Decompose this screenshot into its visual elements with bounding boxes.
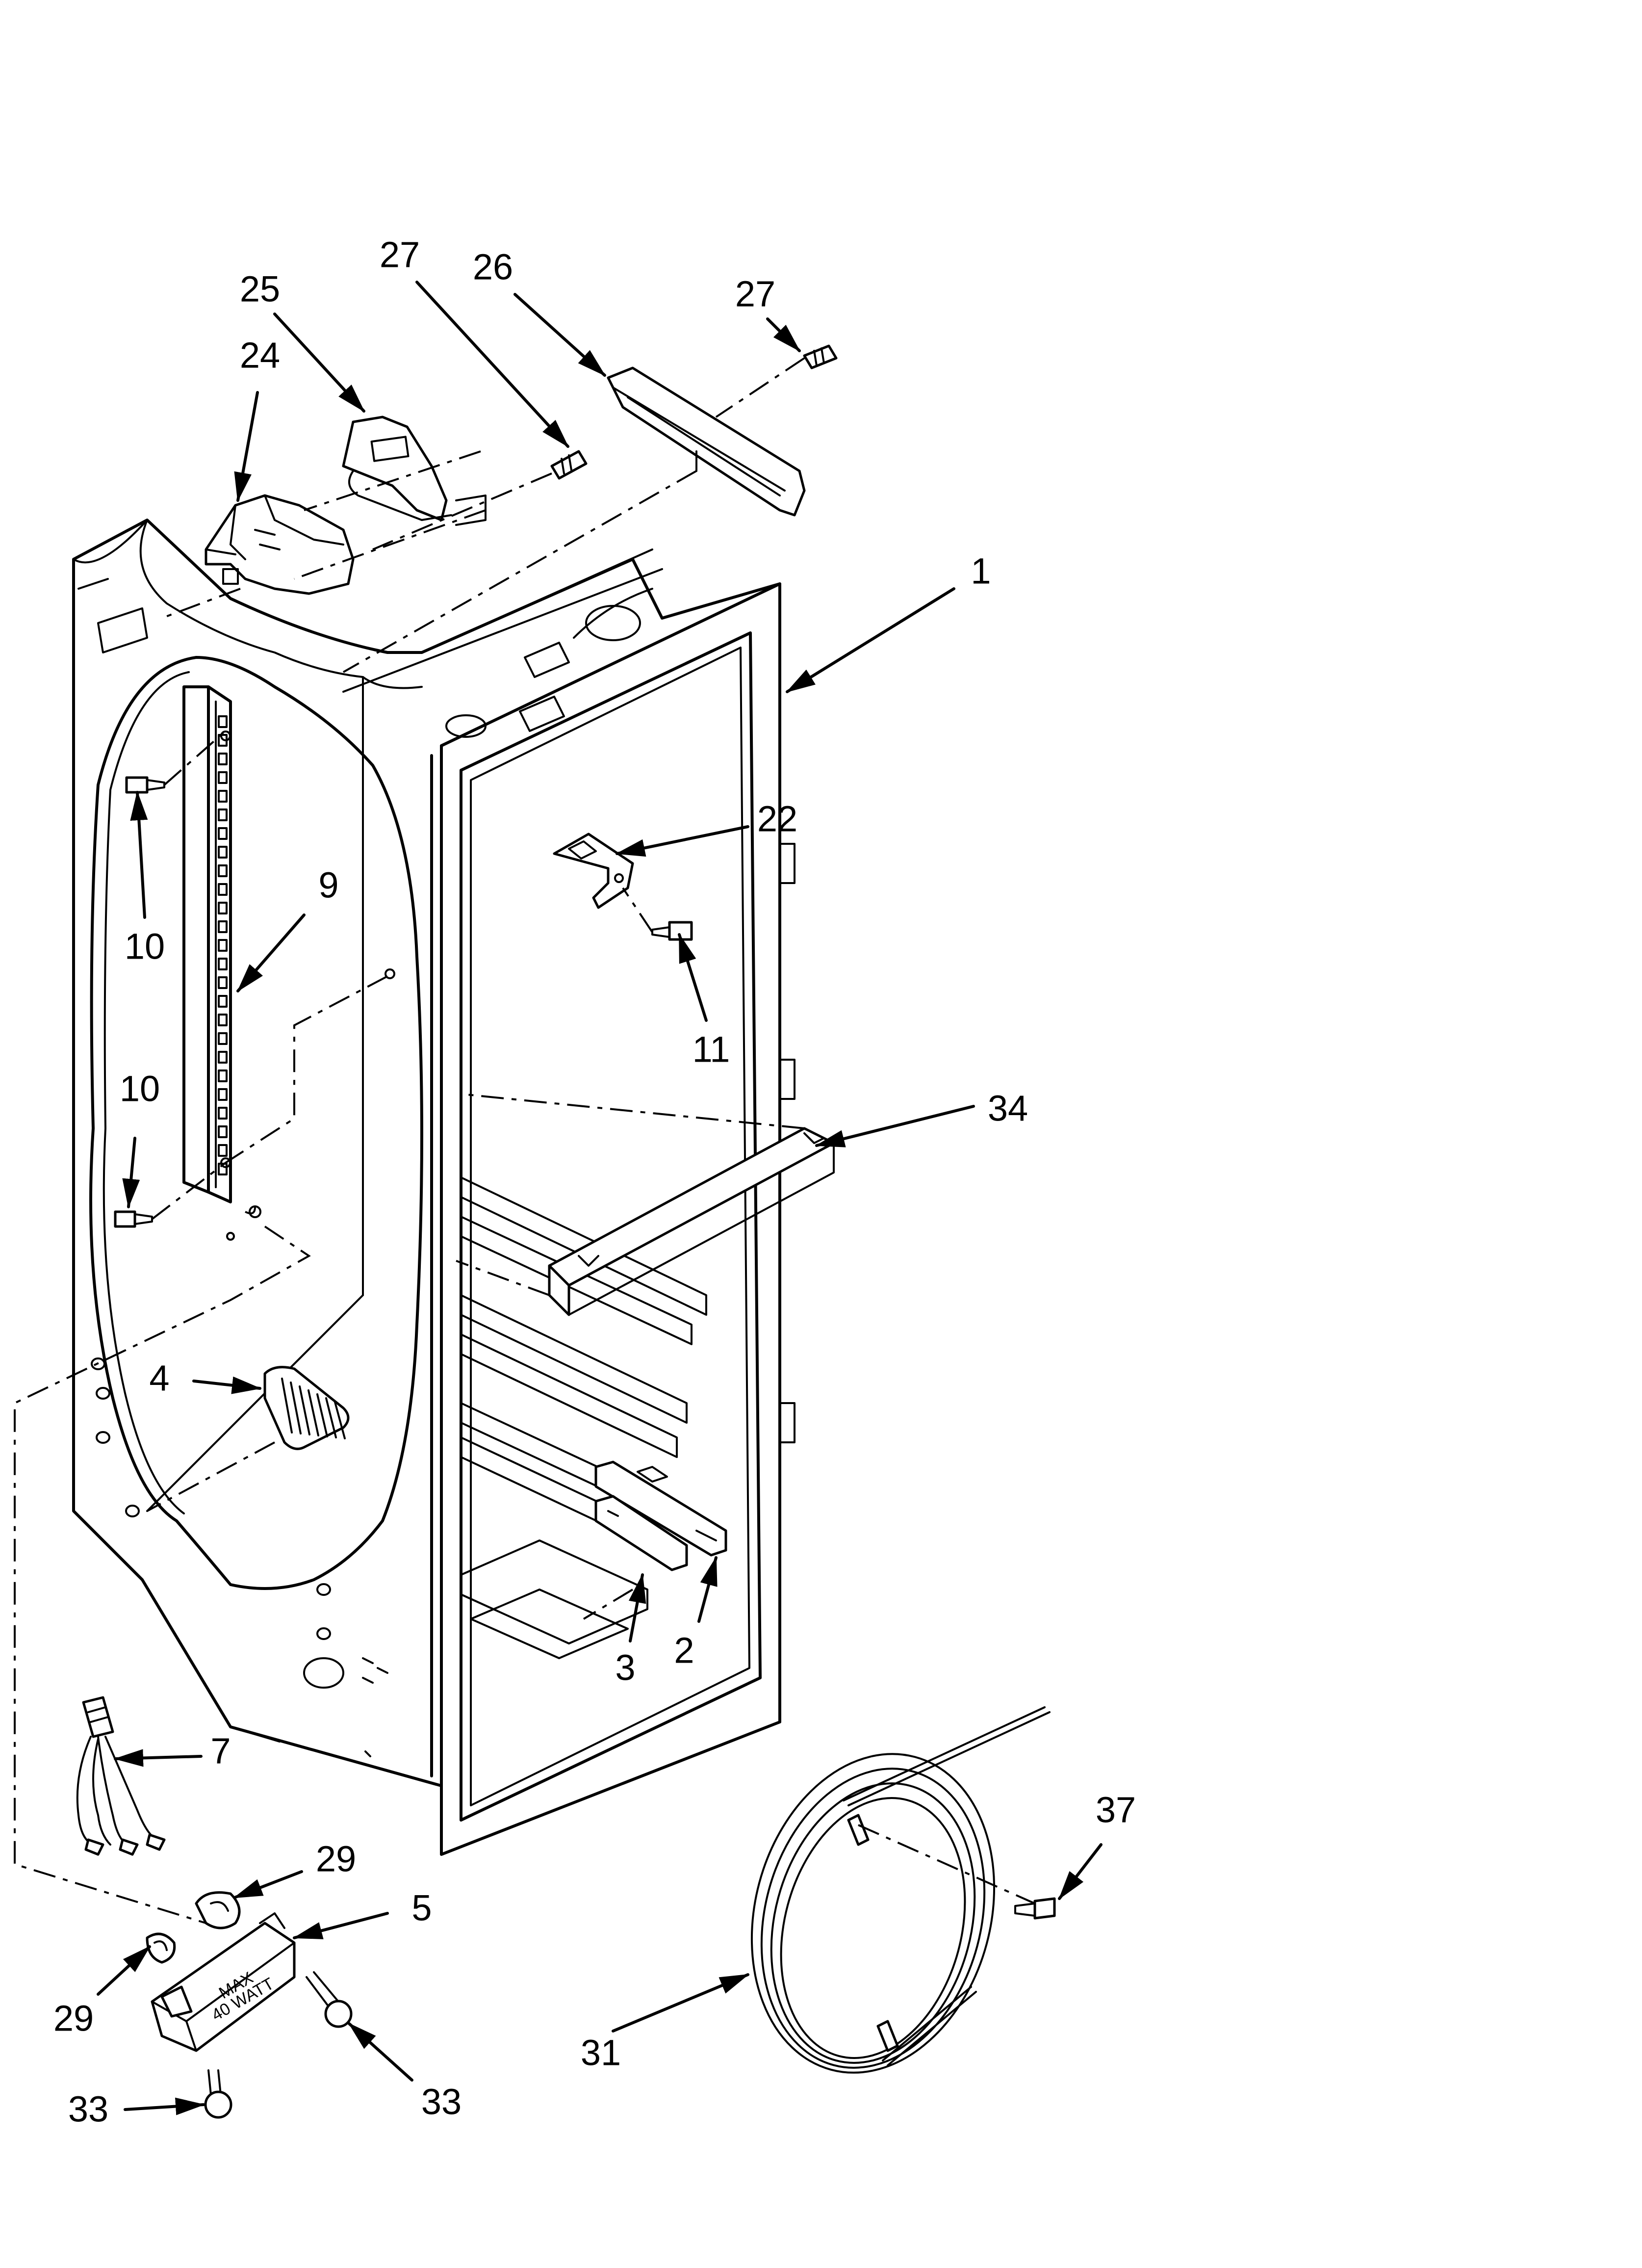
ladder-slot: [218, 790, 228, 803]
callout-labels: 27 26 27 25 24 1 22 9 10 11 10 34 4 3 2 …: [53, 235, 1136, 2130]
ladder-slot: [218, 1144, 228, 1157]
grille-slot: [334, 1401, 346, 1439]
ladder-slot: [218, 1163, 228, 1175]
callout-10-upper: 10: [125, 926, 165, 967]
ladder-slot: [218, 1107, 228, 1120]
ladder-slot: [218, 939, 228, 952]
ladder-slot: [218, 920, 228, 933]
shelf-track-2: [594, 1460, 727, 1557]
shelf-track-3: [594, 1495, 688, 1571]
ladder-slot: [218, 846, 228, 859]
ladder-slot: [218, 1125, 228, 1138]
ladder-slot: [218, 771, 228, 784]
ladder-slot: [218, 1088, 228, 1101]
callout-27-left: 27: [380, 235, 420, 275]
screw-10-upper: [125, 776, 165, 794]
screw-11: [651, 921, 693, 941]
callout-5: 5: [411, 1888, 432, 1929]
ladder-slot: [218, 827, 228, 840]
callout-29-upper: 29: [316, 1839, 356, 1879]
assembly-lines: [14, 357, 1035, 1924]
grille-slot: [299, 1385, 310, 1435]
callout-24: 24: [240, 335, 280, 376]
ladder-slot: [218, 1051, 228, 1064]
callout-29-lower: 29: [53, 1998, 94, 2039]
callout-25: 25: [240, 269, 280, 310]
screw-27-right: [803, 344, 838, 369]
ladder-slot: [218, 1069, 228, 1082]
cabinet-liner: [72, 519, 795, 1856]
wire-harness-7: [76, 1696, 166, 1856]
grille-slot: [308, 1389, 319, 1436]
screw-37: [1014, 1897, 1056, 1920]
callout-37: 37: [1096, 1790, 1136, 1830]
callout-33-right: 33: [421, 2082, 462, 2122]
grille-slot: [316, 1393, 328, 1437]
callout-1: 1: [971, 551, 991, 592]
ladder-slot: [218, 883, 228, 896]
callout-10-lower: 10: [120, 1069, 160, 1109]
callout-2: 2: [674, 1630, 694, 1671]
callout-4: 4: [149, 1358, 169, 1399]
grille-slot: [290, 1382, 302, 1434]
control-housing-24: [205, 494, 355, 595]
ladder-slot: [218, 1014, 228, 1026]
grille-slot: [325, 1397, 337, 1438]
ladder-slot: [218, 995, 228, 1008]
ladder-slot: [218, 753, 228, 765]
clip-29-upper: [195, 1891, 241, 1929]
callout-34: 34: [988, 1088, 1028, 1129]
ladder-slot: [218, 958, 228, 970]
bracket-22: [553, 833, 634, 909]
clip-29-lower: [146, 1932, 176, 1964]
callout-33-left: 33: [68, 2089, 108, 2130]
ladder-slot: [218, 864, 228, 877]
grille-slot: [281, 1378, 293, 1434]
ladder-slot: [218, 976, 228, 989]
vent-cover-26: [607, 366, 806, 517]
lamp-socket-5: MAX 40 WATT: [151, 1912, 296, 2052]
callout-11: 11: [693, 1029, 730, 1070]
bracket-25: [342, 416, 487, 526]
screw-33-right: [306, 1971, 353, 2028]
callout-7: 7: [210, 1731, 231, 1772]
shelf-ladder: [182, 685, 232, 1203]
screw-10-lower: [114, 1210, 153, 1228]
rear-dot-holes: [226, 968, 395, 1241]
callout-26: 26: [473, 247, 513, 287]
ladder-slot: [218, 1032, 228, 1045]
ladder-slot: [218, 715, 228, 728]
callout-3: 3: [615, 1647, 635, 1688]
callout-27-right: 27: [735, 274, 775, 314]
screw-33-left: [204, 2069, 232, 2119]
callout-9: 9: [318, 865, 338, 906]
water-tube-31: [750, 1706, 1051, 2074]
callout-31: 31: [581, 2033, 621, 2073]
screw-27-left: [550, 450, 588, 480]
ladder-slot: [218, 808, 228, 821]
shelf-support-34: [548, 1127, 835, 1316]
air-grille-4: [263, 1366, 350, 1450]
ladder-slot: [218, 902, 228, 914]
callout-22: 22: [757, 799, 797, 839]
leader-arrows: [97, 281, 1103, 2115]
